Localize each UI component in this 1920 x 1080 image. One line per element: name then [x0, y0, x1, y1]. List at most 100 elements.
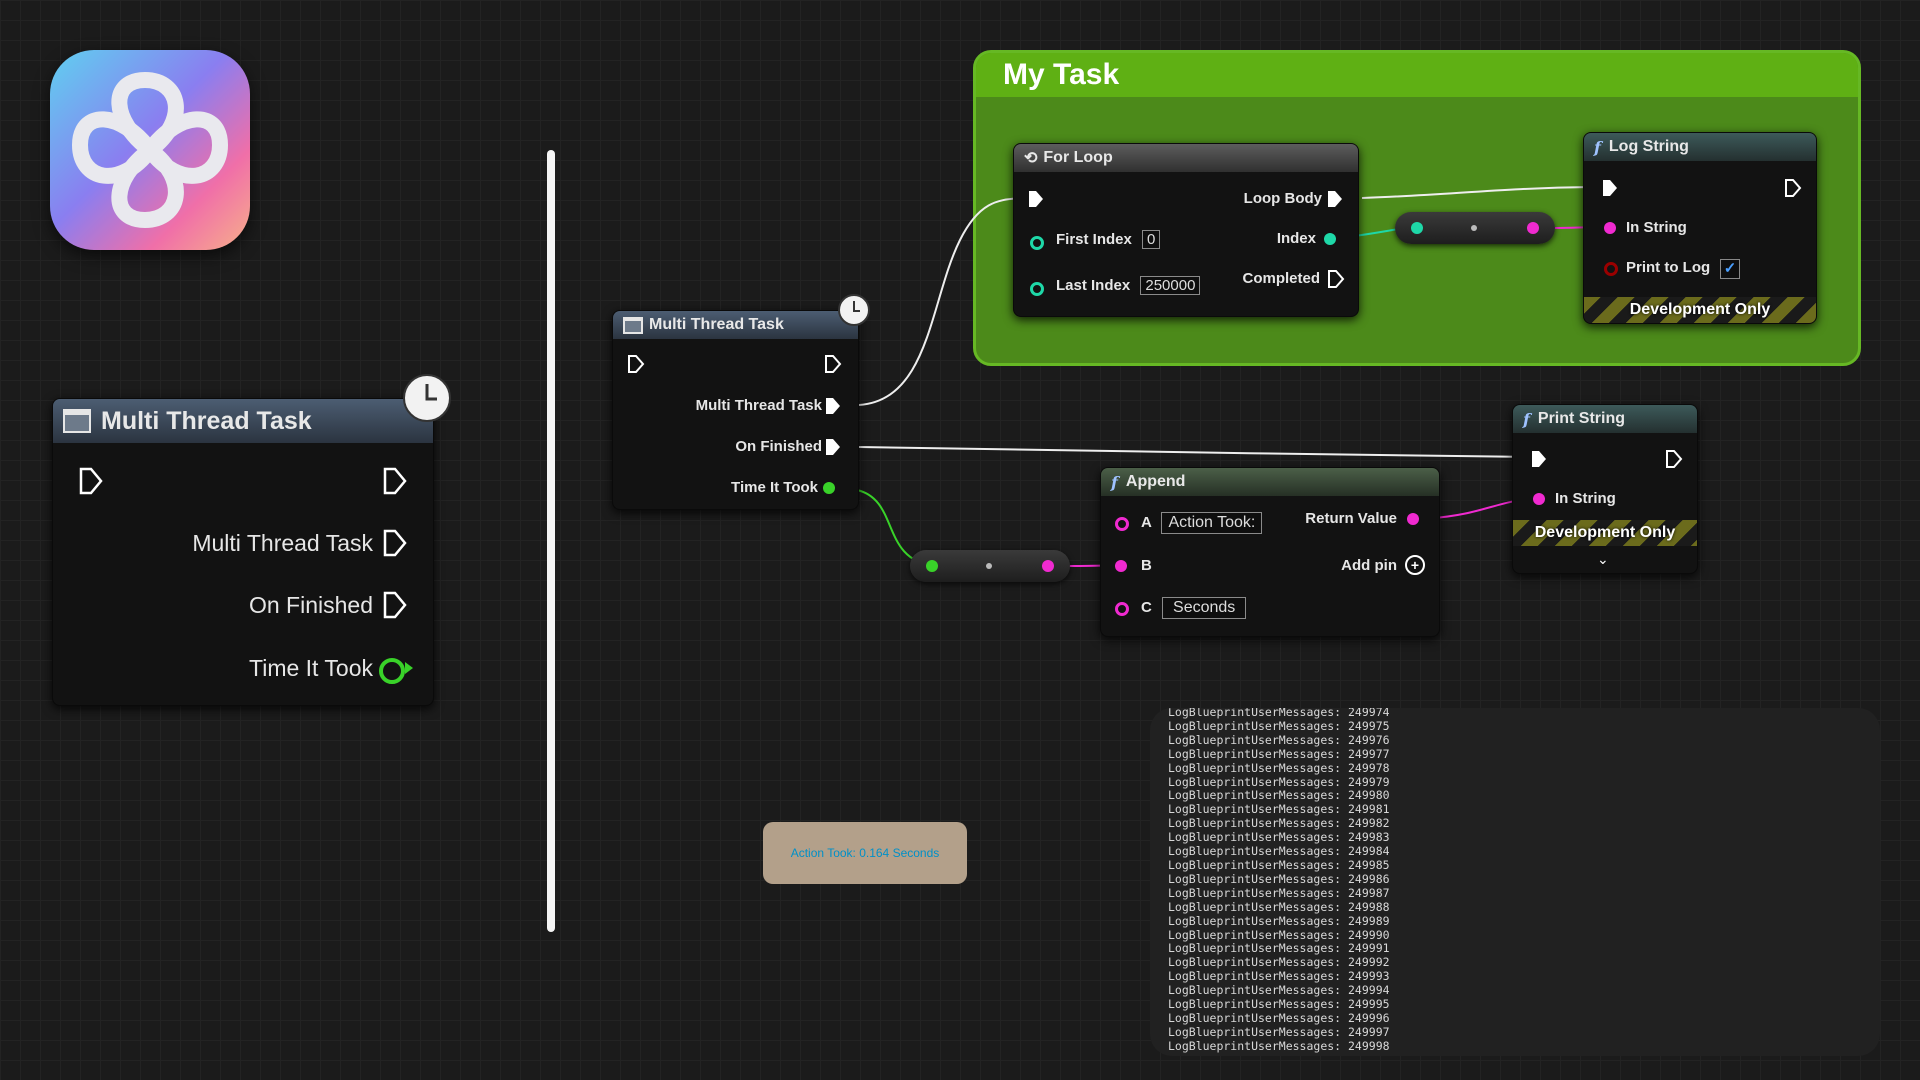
last-index-label: Last Index: [1056, 277, 1131, 294]
log-line: LogBlueprintUserMessages: 249988: [1168, 899, 1390, 914]
knot2-in-pin[interactable]: [926, 560, 938, 572]
reroute-knot-index[interactable]: [1395, 212, 1555, 244]
comment-title: My Task: [1003, 58, 1120, 91]
last-index-row: Last Index 250000: [1056, 276, 1201, 295]
completed-label: Completed: [1242, 270, 1320, 287]
append-b-label: B: [1141, 557, 1152, 574]
append-header[interactable]: f Append: [1101, 468, 1439, 496]
small-output-on-finished: On Finished: [735, 438, 822, 455]
log-line: LogBlueprintUserMessages: 249996: [1168, 1010, 1390, 1025]
log-line: LogBlueprintUserMessages: 249974: [1168, 708, 1390, 719]
first-index-input[interactable]: 0: [1142, 230, 1161, 249]
big-node-title: Multi Thread Task: [101, 406, 312, 435]
knot2-out-pin[interactable]: [1042, 560, 1054, 572]
toast-text: Action Took: 0.164 Seconds: [790, 846, 940, 860]
small-output-time-it-took: Time It Took: [731, 479, 818, 496]
index-pin[interactable]: [1324, 233, 1336, 245]
last-index-input[interactable]: 250000: [1140, 276, 1201, 295]
comment-header[interactable]: My Task: [976, 53, 1858, 97]
print-to-log-pin[interactable]: [1604, 262, 1618, 276]
append-c-pin[interactable]: [1115, 602, 1129, 616]
print-string-header[interactable]: f Print String: [1513, 405, 1697, 433]
small-clock-icon: [838, 294, 870, 326]
log-line: LogBlueprintUserMessages: 249982: [1168, 816, 1390, 831]
return-value-pin[interactable]: [1407, 513, 1419, 525]
big-node-header[interactable]: Multi Thread Task: [53, 399, 433, 443]
append-c-input[interactable]: Seconds: [1162, 597, 1247, 619]
checkbox-icon[interactable]: ✓: [1720, 259, 1740, 279]
function-icon: f: [1594, 137, 1601, 157]
app-logo-icon: [50, 50, 250, 250]
append-a-label: A: [1141, 514, 1152, 531]
append-c-row: C Seconds: [1141, 597, 1247, 619]
log-line: LogBlueprintUserMessages: 249979: [1168, 774, 1390, 789]
append-a-input[interactable]: Action Took:: [1161, 512, 1263, 534]
append-a-row: A Action Took:: [1141, 512, 1263, 534]
add-pin-icon[interactable]: +: [1405, 555, 1425, 575]
last-index-pin[interactable]: [1030, 282, 1044, 296]
log-line: LogBlueprintUserMessages: 249977: [1168, 746, 1390, 761]
print-string-node[interactable]: f Print String In String Development Onl…: [1512, 404, 1698, 574]
loop-icon: ⟲: [1024, 150, 1038, 167]
append-a-pin[interactable]: [1115, 517, 1129, 531]
log-line: LogBlueprintUserMessages: 249985: [1168, 857, 1390, 872]
small-node-window-icon: [623, 316, 643, 334]
big-output-multi-thread-task: Multi Thread Task: [192, 530, 373, 556]
knot-center: [1471, 225, 1477, 231]
add-pin-label[interactable]: Add pin: [1341, 557, 1397, 574]
small-time-it-took-pin[interactable]: [823, 482, 835, 494]
append-b-pin[interactable]: [1115, 560, 1127, 572]
big-multi-thread-task-node[interactable]: Multi Thread Task Multi Thread Task On F…: [52, 398, 434, 706]
function-icon: f: [1111, 472, 1118, 492]
log-in-string-pin[interactable]: [1604, 222, 1616, 234]
append-node[interactable]: f Append A Action Took: B C Seconds Retu…: [1100, 467, 1440, 637]
print-dev-only-banner: Development Only: [1513, 520, 1697, 546]
knot2-center: [986, 563, 992, 569]
big-output-on-finished: On Finished: [248, 592, 373, 618]
knot-out-pin[interactable]: [1527, 222, 1539, 234]
log-string-header[interactable]: f Log String: [1584, 133, 1816, 161]
return-value-label: Return Value: [1305, 510, 1397, 527]
for-loop-node[interactable]: ⟲ For Loop First Index 0 Last Index 2500…: [1013, 143, 1359, 317]
small-node-title: Multi Thread Task: [649, 316, 784, 333]
index-label: Index: [1276, 230, 1316, 247]
reroute-knot-time[interactable]: [910, 550, 1070, 582]
log-string-node[interactable]: f Log String In String Print to Log ✓ De…: [1583, 132, 1817, 324]
log-line: LogBlueprintUserMessages: 249998: [1168, 1038, 1390, 1053]
log-line: LogBlueprintUserMessages: 249995: [1168, 997, 1390, 1012]
log-line: LogBlueprintUserMessages: 249986: [1168, 871, 1390, 886]
print-to-log-label: Print to Log: [1626, 259, 1711, 276]
knot-in-pin[interactable]: [1411, 222, 1423, 234]
function-icon: f: [1523, 409, 1530, 429]
small-node-header[interactable]: Multi Thread Task: [613, 311, 858, 339]
loop-body-label: Loop Body: [1243, 190, 1322, 207]
log-line: LogBlueprintUserMessages: 249978: [1168, 760, 1390, 775]
log-line: LogBlueprintUserMessages: 249993: [1168, 969, 1390, 984]
log-line: LogBlueprintUserMessages: 249994: [1168, 983, 1390, 998]
for-loop-header[interactable]: ⟲ For Loop: [1014, 144, 1358, 172]
log-in-string-label: In String: [1626, 219, 1687, 236]
small-output-multi-thread-task: Multi Thread Task: [695, 397, 822, 414]
first-index-label: First Index: [1056, 231, 1132, 248]
log-line: LogBlueprintUserMessages: 249983: [1168, 830, 1390, 845]
log-string-title: Log String: [1608, 138, 1689, 155]
print-string-toast: Action Took: 0.164 Seconds: [763, 822, 967, 884]
log-line: LogBlueprintUserMessages: 249981: [1168, 802, 1390, 817]
for-loop-title: For Loop: [1043, 149, 1113, 166]
log-line: LogBlueprintUserMessages: 249980: [1168, 788, 1390, 803]
small-multi-thread-task-node[interactable]: Multi Thread Task Multi Thread Task On F…: [612, 310, 859, 510]
big-time-it-took-pin[interactable]: [379, 658, 405, 684]
log-line: LogBlueprintUserMessages: 249992: [1168, 955, 1390, 970]
log-line: LogBlueprintUserMessages: 249990: [1168, 927, 1390, 942]
chevron-down-icon[interactable]: ⌄: [1597, 551, 1609, 567]
big-float-pin-arrow: [405, 662, 413, 674]
big-output-time-it-took: Time It Took: [249, 655, 373, 681]
print-string-title: Print String: [1537, 410, 1625, 427]
first-index-pin[interactable]: [1030, 236, 1044, 250]
log-line: LogBlueprintUserMessages: 249976: [1168, 732, 1390, 747]
print-in-string-pin[interactable]: [1533, 493, 1545, 505]
print-in-string-label: In String: [1555, 490, 1616, 507]
append-c-label: C: [1141, 599, 1152, 616]
